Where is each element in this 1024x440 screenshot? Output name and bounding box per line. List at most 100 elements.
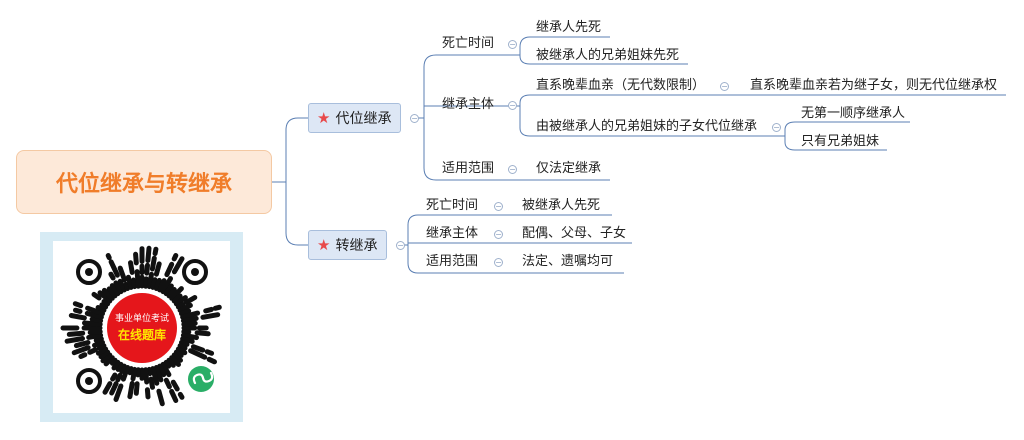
qr-module [180,336,195,344]
topic-item[interactable]: 被继承人先死 [522,198,601,213]
qr-module [149,255,157,272]
qr-module [163,377,172,390]
qr-module [134,269,141,289]
qr-module [169,355,181,367]
qr-module [160,361,172,378]
qr-module [179,308,192,317]
qr-module [98,349,111,360]
qr-module [73,340,91,349]
collapse-toggle-icon[interactable]: − [494,258,503,267]
branch-label: 代位继承 [335,111,392,127]
qr-module [115,372,123,383]
collapse-toggle-icon[interactable]: − [508,101,517,110]
topic-item[interactable]: 直系晚辈血亲若为继子女，则无代位继承权 [750,78,998,93]
collapse-toggle-icon[interactable]: − [772,123,781,132]
qr-pattern: 事业单位考试 在线题库 [60,245,222,407]
qr-module [91,291,102,301]
qr-module [177,343,188,351]
collapse-toggle-icon[interactable]: − [494,202,503,211]
topic-death-time[interactable]: 死亡时间 [442,36,495,51]
collapse-toggle-icon[interactable]: − [396,241,405,250]
qr-module [180,310,201,320]
qr-module [157,363,167,378]
branch-zhuan-jicheng[interactable]: ★ 转继承 [308,230,388,260]
qr-module [150,366,160,386]
qr-module [160,276,173,295]
qr-module [194,330,211,337]
topic-item[interactable]: 继承人先死 [536,20,602,35]
qr-module [120,365,131,382]
qr-module [108,271,116,281]
qr-module [170,379,180,392]
topic-subject[interactable]: 继承主体 [442,97,495,112]
qr-module [180,332,199,341]
qr-module [145,245,152,263]
collapse-toggle-icon[interactable]: − [410,114,419,123]
qr-module [130,366,138,382]
qr-module [183,295,198,305]
qr-module [188,348,208,360]
qr-module [92,339,105,348]
qr-module [109,381,119,396]
qr-module [171,352,183,363]
qr-module [117,265,128,283]
topic-item[interactable]: 法定、遗嘱均可 [522,254,614,269]
qr-module [97,290,113,304]
qr-module [163,283,174,297]
qr-module [109,357,118,366]
qr-module [113,280,124,295]
qr-module [171,293,183,304]
qr-module [181,320,198,327]
collapse-toggle-icon[interactable]: − [720,82,729,91]
topic-item[interactable]: 配偶、父母、子女 [522,226,627,241]
qr-module [157,278,167,293]
qr-module [146,366,153,377]
qr-module [87,347,98,355]
qr-module [180,315,199,324]
qr-module [131,277,138,290]
qr-module [99,302,109,310]
branch-daiwei-jicheng[interactable]: ★ 代位继承 [308,103,402,133]
qr-module [133,381,140,396]
qr-module [102,381,113,395]
qr-module [108,259,120,278]
root-topic[interactable]: 代位继承与转继承 [16,150,272,214]
qr-module [93,336,104,343]
topic-scope[interactable]: 适用范围 [426,254,479,269]
topic-item[interactable]: 无第一顺序继承人 [801,106,906,121]
qr-module [144,387,151,400]
topic-item[interactable]: 只有兄弟姐妹 [801,134,880,149]
qr-module [64,336,85,344]
qr-module [212,304,222,311]
qr-module [78,352,88,359]
qr-module [113,383,124,402]
topic-item[interactable]: 被继承人的兄弟姐妹先死 [536,48,680,63]
collapse-toggle-icon[interactable]: − [508,40,517,49]
topic-death-time[interactable]: 死亡时间 [426,198,479,213]
collapse-toggle-icon[interactable]: − [508,165,517,174]
qr-module [103,355,115,367]
qr-finder-icon [76,259,208,394]
topic-subject[interactable]: 继承主体 [426,226,479,241]
qr-module [85,305,105,317]
qr-module [177,302,193,313]
qr-module [73,307,83,314]
qr-module [105,253,112,261]
qr-module [177,391,185,400]
qr-module [173,349,184,358]
topic-item[interactable]: 仅法定继承 [536,161,602,176]
qr-code-card: 事业单位考试 在线题库 [40,232,243,422]
qr-module [101,287,115,301]
topic-scope[interactable]: 适用范围 [442,161,495,176]
qr-module [150,277,158,290]
collapse-toggle-icon[interactable]: − [494,230,503,239]
qr-badge-line2: 在线题库 [118,327,166,342]
topic-item[interactable]: 由被继承人的兄弟姐妹的子女代位继承 [536,119,758,134]
qr-module [204,349,215,356]
qr-module [156,388,165,407]
qr-module [200,312,221,320]
topic-item[interactable]: 直系晚辈血亲（无代数限制） [536,78,706,93]
qr-module [175,301,186,310]
qr-module [153,365,164,383]
